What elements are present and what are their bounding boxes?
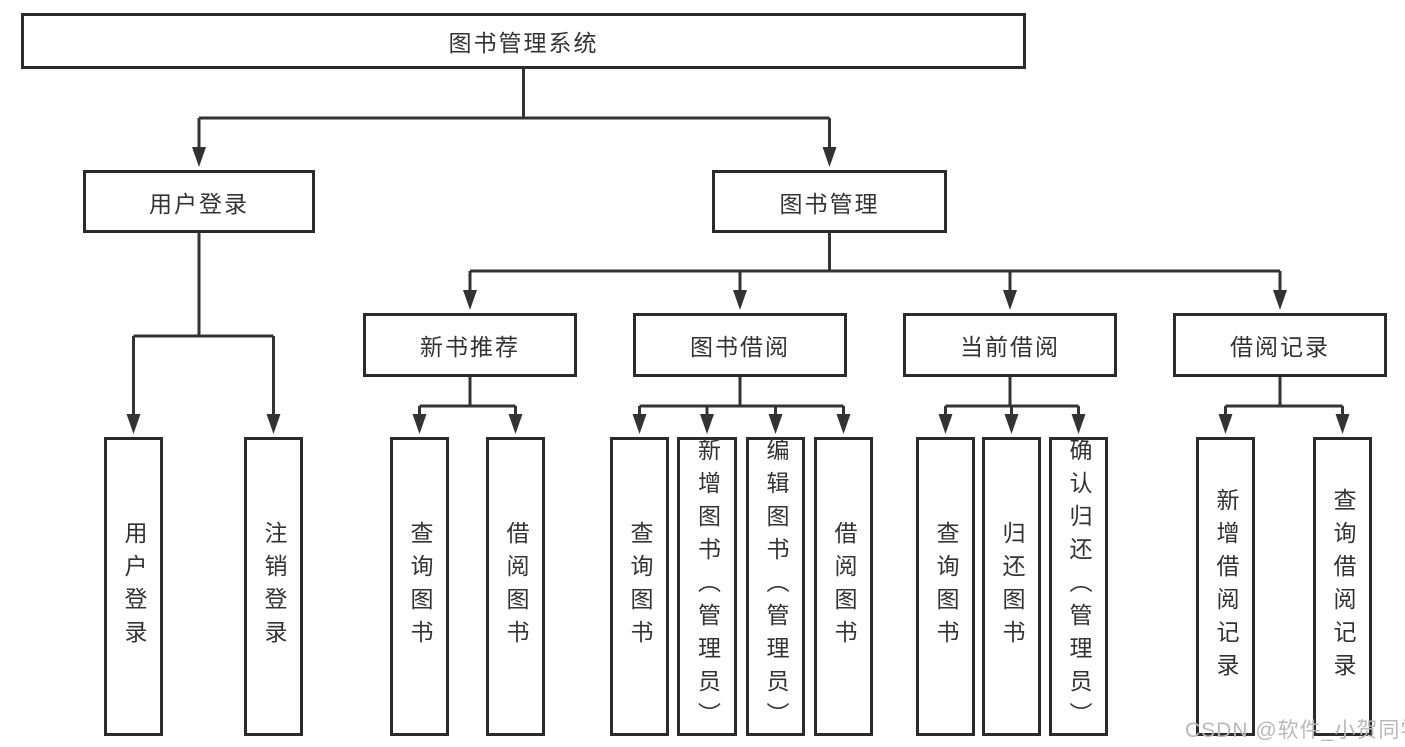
leaf-user-login: 用户登录	[104, 437, 163, 736]
connector-root-to-level2	[192, 69, 837, 167]
connector-userlogin-to-leaves	[126, 232, 281, 434]
leaf-edit-books-admin: 编辑图书（管理员）	[746, 437, 805, 736]
node-current-borrow: 当前借阅	[903, 313, 1117, 377]
node-user-login: 用户登录	[83, 170, 315, 233]
node-root-title: 图书管理系统	[21, 13, 1026, 69]
leaf-query-borrow-record: 查询借阅记录	[1313, 437, 1372, 736]
node-new-book-recommend: 新书推荐	[363, 313, 577, 377]
leaf-borrow-books-2: 借阅图书	[814, 437, 873, 736]
connector-newbook-to-leaves	[412, 377, 523, 434]
leaf-confirm-return-admin: 确认归还（管理员）	[1049, 437, 1108, 736]
csdn-watermark: CSDN @软件_小贺同学	[1185, 719, 1405, 742]
connector-borrowrecord-to-leaves	[1218, 377, 1350, 434]
leaf-logout: 注销登录	[244, 437, 303, 736]
node-book-borrow: 图书借阅	[633, 313, 847, 377]
leaf-add-borrow-record: 新增借阅记录	[1196, 437, 1255, 736]
node-book-management: 图书管理	[712, 170, 947, 233]
node-borrow-record: 借阅记录	[1173, 313, 1387, 377]
leaf-return-books: 归还图书	[982, 437, 1041, 736]
leaf-query-books-2: 查询图书	[610, 437, 669, 736]
leaf-borrow-books-1: 借阅图书	[486, 437, 545, 736]
connector-bookmgmt-to-level3	[463, 233, 1287, 310]
connector-currentborrow-to-leaves	[938, 377, 1086, 434]
leaf-query-books-3: 查询图书	[916, 437, 975, 736]
leaf-query-books-1: 查询图书	[390, 437, 449, 736]
connector-bookborrow-to-leaves	[632, 377, 851, 434]
leaf-add-books-admin: 新增图书（管理员）	[677, 437, 737, 736]
